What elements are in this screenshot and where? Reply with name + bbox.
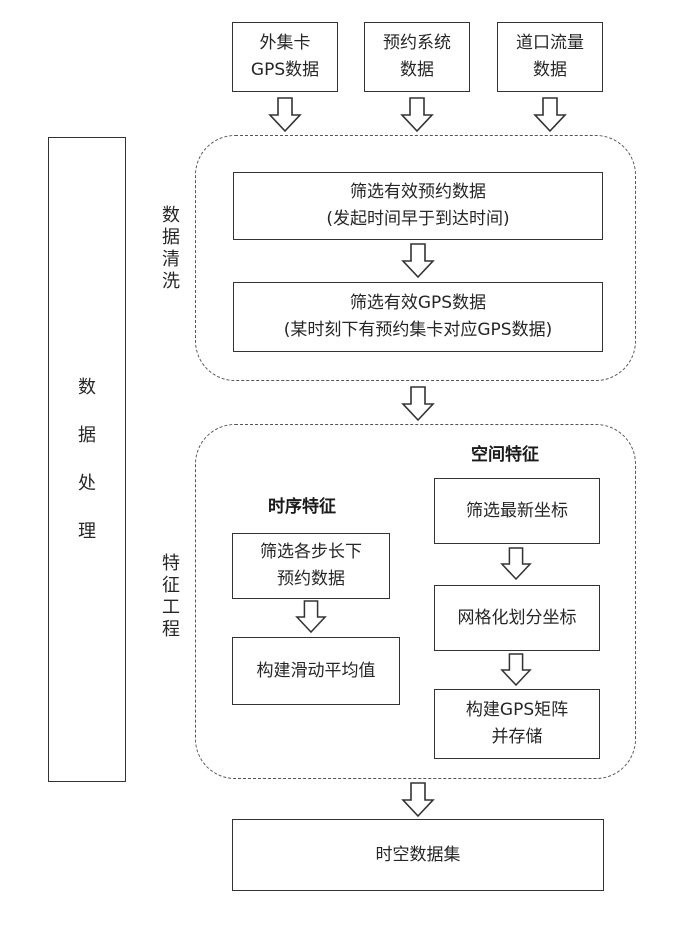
spatial-step-gps-matrix: 构建GPS矩阵 并存储 bbox=[434, 689, 600, 759]
temporal-step-select: 筛选各步长下 预约数据 bbox=[232, 533, 390, 599]
output-dataset-label: 时空数据集 bbox=[376, 842, 461, 869]
input-box-gps: 外集卡 GPS数据 bbox=[232, 22, 338, 92]
input-label-gps: 外集卡 GPS数据 bbox=[251, 30, 319, 84]
data-processing-box: 数 据 处 理 bbox=[48, 137, 126, 782]
spatial-step-gps-matrix-label: 构建GPS矩阵 并存储 bbox=[466, 697, 568, 751]
arrow-clean-to-feature bbox=[401, 386, 435, 422]
temporal-step-moving-avg: 构建滑动平均值 bbox=[232, 637, 400, 705]
arrow-input-gps bbox=[268, 97, 302, 133]
temporal-step-select-label: 筛选各步长下 预约数据 bbox=[260, 539, 362, 593]
spatial-feature-title: 空间特征 bbox=[471, 440, 539, 465]
arrow-spatial-1 bbox=[500, 547, 532, 581]
arrow-to-output bbox=[401, 782, 435, 818]
clean-step-gps: 筛选有效GPS数据 (某时刻下有预约集卡对应GPS数据) bbox=[233, 282, 603, 352]
input-box-reservation: 预约系统 数据 bbox=[364, 22, 470, 92]
arrow-spatial-2 bbox=[500, 653, 532, 687]
arrow-temporal bbox=[295, 600, 327, 634]
clean-step-reservation: 筛选有效预约数据 (发起时间早于到达时间) bbox=[233, 172, 603, 240]
arrow-input-reservation bbox=[400, 97, 434, 133]
output-dataset-box: 时空数据集 bbox=[232, 819, 604, 891]
feature-engineering-label: 特征工程 bbox=[156, 553, 182, 641]
clean-step-gps-label: 筛选有效GPS数据 (某时刻下有预约集卡对应GPS数据) bbox=[284, 290, 552, 344]
temporal-step-moving-avg-label: 构建滑动平均值 bbox=[257, 658, 376, 685]
spatial-step-latest-coords: 筛选最新坐标 bbox=[434, 478, 600, 544]
input-label-gate-flow: 道口流量 数据 bbox=[516, 30, 584, 84]
arrow-clean-1 bbox=[401, 243, 435, 279]
spatial-step-grid-label: 网格化划分坐标 bbox=[458, 605, 577, 632]
data-processing-char-1: 数 bbox=[78, 364, 96, 412]
data-processing-char-2: 据 bbox=[78, 412, 96, 460]
spatial-step-grid: 网格化划分坐标 bbox=[434, 585, 600, 651]
clean-step-reservation-label: 筛选有效预约数据 (发起时间早于到达时间) bbox=[326, 179, 509, 233]
temporal-feature-title: 时序特征 bbox=[268, 492, 336, 517]
spatial-step-latest-coords-label: 筛选最新坐标 bbox=[466, 498, 568, 525]
data-cleaning-label: 数据清洗 bbox=[156, 205, 182, 293]
data-processing-char-4: 理 bbox=[78, 508, 96, 556]
input-label-reservation: 预约系统 数据 bbox=[383, 30, 451, 84]
input-box-gate-flow: 道口流量 数据 bbox=[497, 22, 603, 92]
data-processing-char-3: 处 bbox=[78, 460, 96, 508]
arrow-input-gate-flow bbox=[533, 97, 567, 133]
